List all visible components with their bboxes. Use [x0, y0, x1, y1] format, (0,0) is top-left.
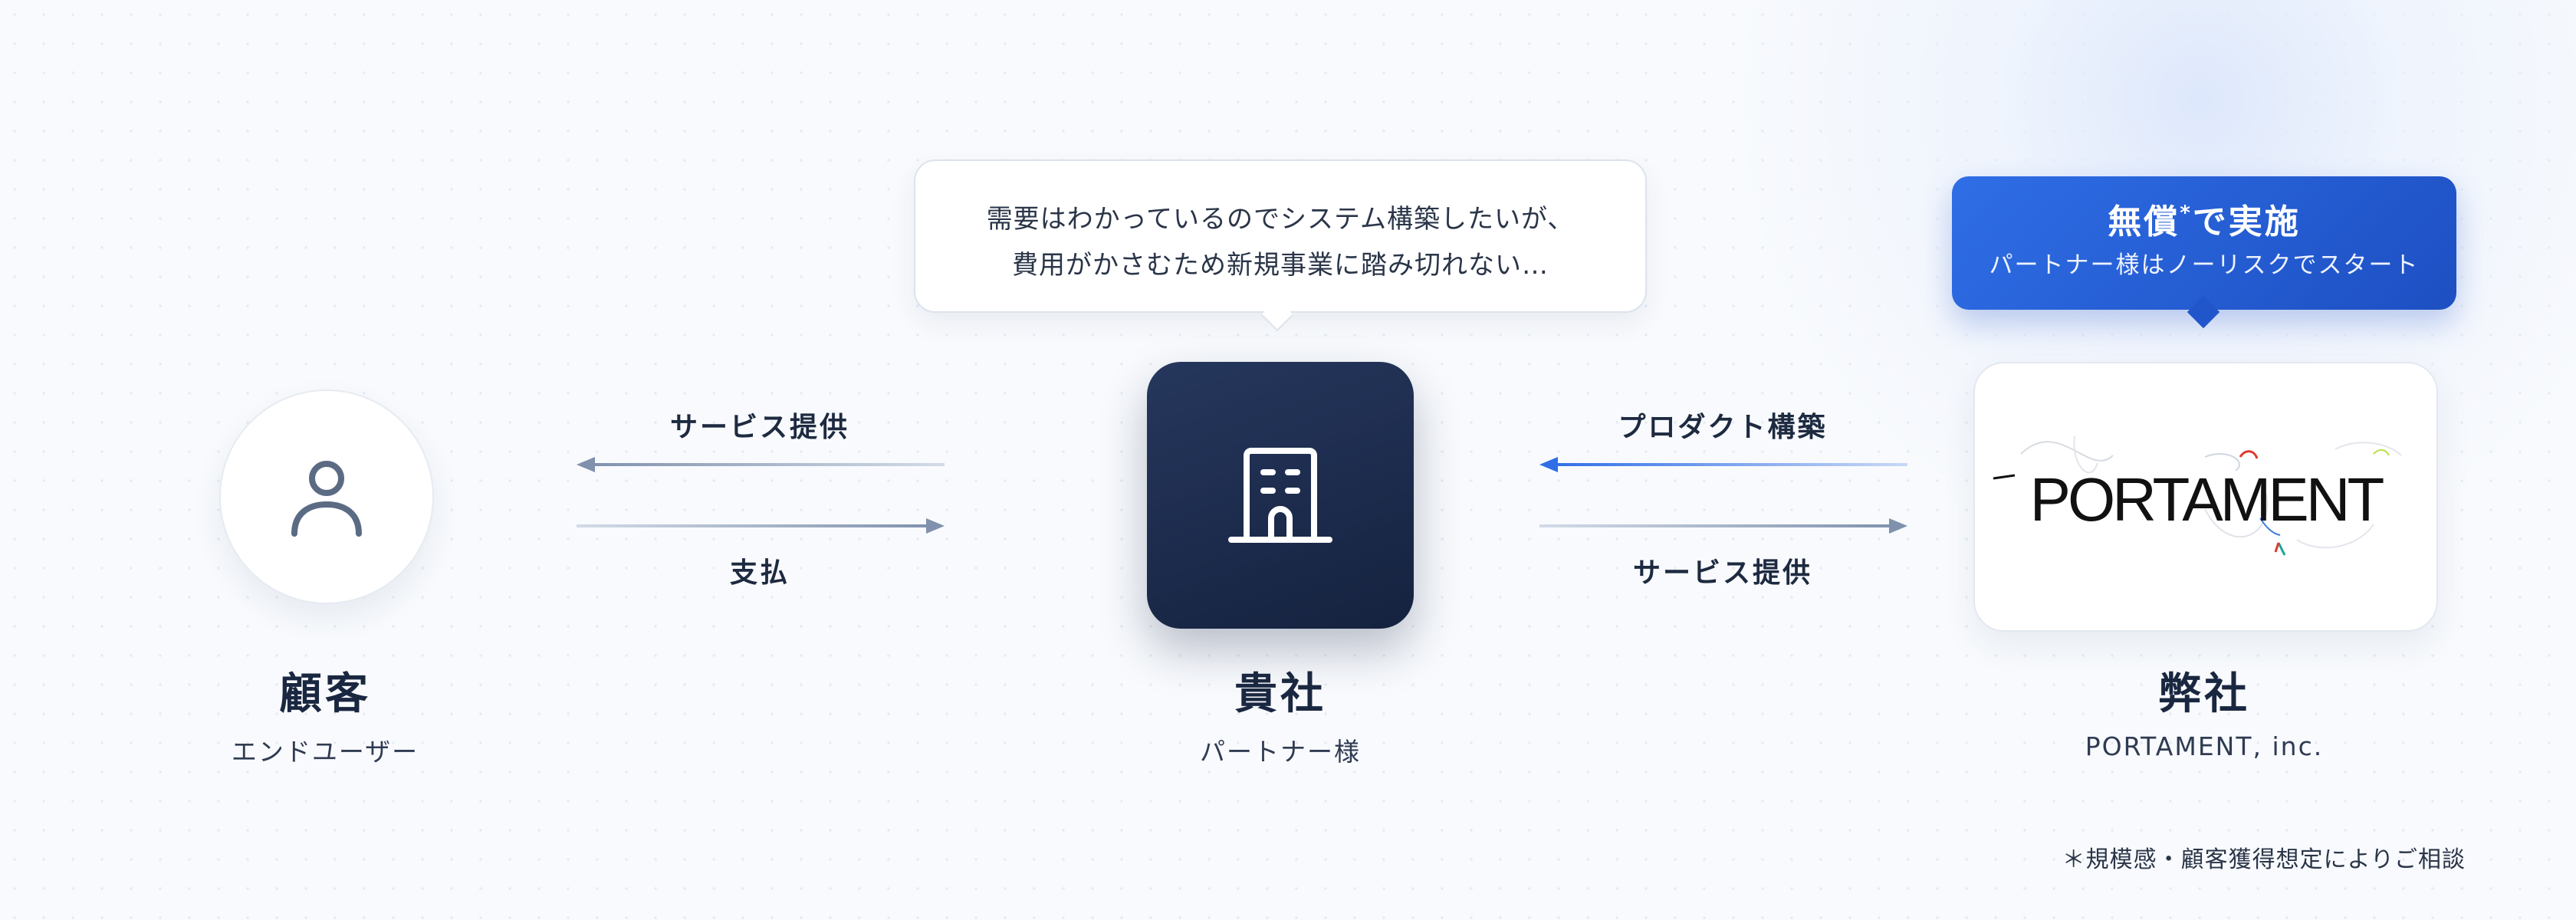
- logo-decoration-icon: [1993, 435, 2402, 556]
- customer-avatar: [219, 389, 434, 604]
- portament-logo-text: PORTAMENT: [2029, 465, 2385, 534]
- user-icon: [291, 461, 362, 537]
- company-title: 弊社: [2158, 669, 2250, 719]
- speech-bubble: 需要はわかっているのでシステム構築したいが、 費用がかさむため新規事業に踏み切れ…: [914, 159, 1647, 313]
- partner-tile: [1147, 362, 1414, 629]
- footnote: ＊規模感・顧客獲得想定によりご相談: [2062, 846, 2466, 873]
- arrow-partner-to-customer: [577, 457, 945, 472]
- flow-label-company-to-partner: プロダクト構築: [1618, 412, 1828, 443]
- flow-label-partner-to-company: サービス提供: [1632, 557, 1812, 589]
- free-offer-callout: 無償*で実施 パートナー様はノーリスクでスタート: [1952, 176, 2456, 310]
- arrow-partner-to-company: [1539, 518, 1907, 534]
- arrow-customer-to-partner: [577, 518, 945, 534]
- partner-subtitle: パートナー様: [1200, 737, 1361, 767]
- speech-bubble-line-1: 需要はわかっているのでシステム構築したいが、: [986, 204, 1575, 235]
- flow-label-customer-to-partner: 支払: [729, 557, 790, 589]
- speech-bubble-line-2: 費用がかさむため新規事業に踏み切れない…: [1012, 250, 1549, 281]
- company-subtitle: PORTAMENT, inc.: [2085, 731, 2324, 761]
- customer-title: 顧客: [279, 669, 371, 719]
- customer-subtitle: エンドユーザー: [231, 737, 419, 767]
- arrow-company-to-partner: [1539, 457, 1907, 472]
- callout-title: 無償*で実施: [2108, 202, 2301, 242]
- callout-subtitle: パートナー様はノーリスクでスタート: [1989, 251, 2420, 279]
- building-icon: [1228, 448, 1332, 543]
- flow-label-partner-to-customer: サービス提供: [669, 412, 849, 443]
- partner-title: 貴社: [1234, 669, 1326, 719]
- portament-logo-tile: PORTAMENT: [1973, 362, 2438, 632]
